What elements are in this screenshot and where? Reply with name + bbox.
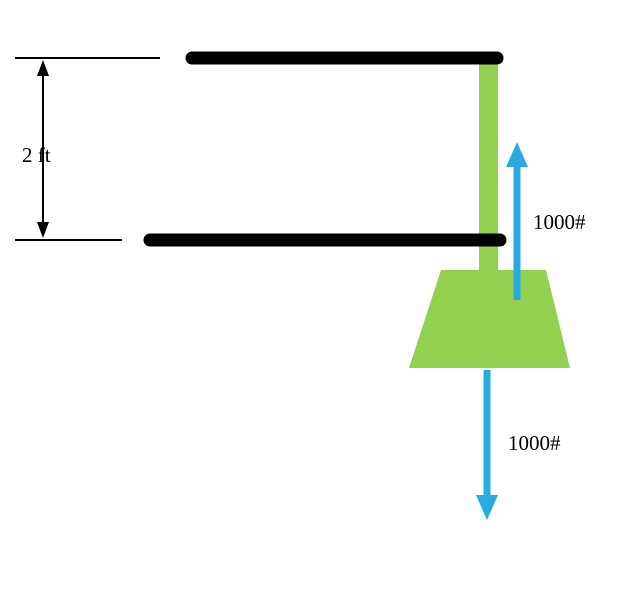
dimension-arrowhead-top-icon [37,60,49,76]
down-arrow-head-icon [476,495,498,520]
up-arrow-head-icon [506,142,528,167]
force-up-label: 1000# [533,210,586,234]
green-trapezoid [409,270,570,368]
dimension-arrowhead-bottom-icon [37,222,49,238]
dimension-label: 2 ft [22,143,51,167]
force-down-label: 1000# [508,431,561,455]
vertical-green-bar [479,58,498,285]
